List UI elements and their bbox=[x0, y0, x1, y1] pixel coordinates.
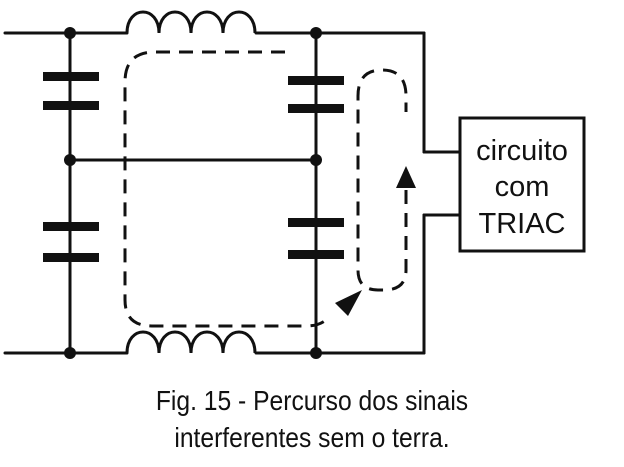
small-loop-arrowhead bbox=[396, 166, 416, 188]
filter-circuit-diagram: circuito com TRIAC bbox=[3, 10, 586, 359]
figure-caption-line-1: Fig. 15 - Percurso dos sinais bbox=[155, 385, 469, 416]
bottom-inductor bbox=[125, 330, 257, 354]
interference-path-small-loop bbox=[356, 68, 408, 292]
left-capacitor-branch bbox=[43, 31, 99, 355]
block-label-line-1: circuito bbox=[476, 135, 568, 167]
triac-circuit-block: circuito com TRIAC bbox=[458, 116, 586, 253]
junction-nodes bbox=[64, 27, 322, 359]
right-capacitor-branch bbox=[288, 31, 344, 355]
large-loop-arrowhead bbox=[335, 290, 362, 316]
figure-caption-line-2: interferentes sem o terra. bbox=[174, 422, 450, 453]
top-inductor bbox=[125, 10, 257, 34]
interference-path-large-loop bbox=[123, 50, 332, 328]
block-label-line-3: TRIAC bbox=[479, 208, 566, 240]
block-label-line-2: com bbox=[495, 171, 550, 203]
